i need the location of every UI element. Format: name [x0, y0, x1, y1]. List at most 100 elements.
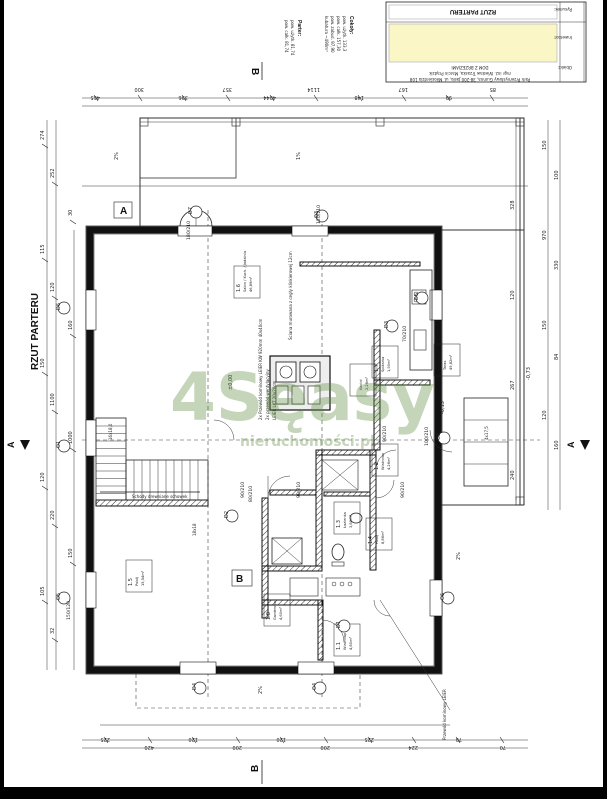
svg-text:nieruchomości.pl: nieruchomości.pl	[240, 434, 375, 450]
title-block: RZUT PARTERU Rysunek: Inwestor: Obiekt: …	[385, 1, 587, 83]
room-area: 4,60m²	[279, 606, 283, 620]
opening-tag: O1	[56, 441, 62, 448]
room-number: 1.1	[336, 642, 342, 650]
room-name: Pokój	[375, 535, 379, 544]
title-block-address: mgr inż. Wiesław Trzaska, Marcin Prądzik	[428, 71, 510, 76]
wall-note: Ściana murowana z cegły klinkierowej 12c…	[288, 251, 293, 340]
chimney-note-2: Przewód kominowy LEIER	[442, 689, 447, 740]
interior-stairs: 16x18,0 Schody drewniane schowek 18x18	[95, 417, 209, 536]
interior-walls	[95, 261, 431, 661]
svg-text:4Sęasy: 4Sęasy	[170, 359, 435, 436]
dim-right-label: 970	[542, 230, 548, 240]
opening-tag: O5	[56, 593, 62, 600]
level-mark-1: ±0,00	[228, 375, 234, 390]
title-block-yellow-field	[388, 23, 558, 63]
dim-left-label: 274	[40, 130, 46, 140]
bathroom-fixtures	[271, 459, 363, 597]
room-area: 49,82m²	[449, 354, 453, 370]
dimension-chains-left: 2742523011512016015011001000120220150105…	[40, 120, 77, 670]
area-summary-cokoly: Cokoły: pow. użytk. 133,3 pow. całk. 157…	[324, 16, 354, 53]
room-area: 1,90m²	[387, 358, 391, 372]
chimney-note-4: LEIER LKT 20x20cm	[272, 380, 277, 420]
room-name: Łazienka	[343, 512, 347, 529]
room-name: Spiżarka	[381, 357, 385, 372]
dim-left-label: 120	[50, 282, 56, 292]
dim-left-label: 150	[68, 548, 74, 558]
dim-right-label: 84	[554, 354, 560, 360]
dim-bottom-label: 200	[232, 744, 242, 750]
parter-line1: pow. użytk. 81,74	[290, 20, 295, 56]
dim-right-label: 150	[542, 320, 548, 330]
dim-left-label: 120	[40, 472, 46, 482]
chimney-note-3: 2x przewód wentylacyjny	[265, 369, 270, 420]
watermark: 4Sęasy nieruchomości.pl	[170, 359, 435, 450]
dim-right-label: 120	[542, 410, 548, 420]
opening-tag: D3	[384, 321, 390, 328]
chimney-note-1: 2x Przewód kominowy LEIER KW 920mm 40x40…	[258, 319, 263, 420]
room-name: Taras	[443, 361, 447, 371]
area-line3: pow. zabud. 97,90	[330, 16, 335, 53]
area-header: Cokoły:	[348, 16, 354, 35]
parter-header: Parter:	[296, 20, 302, 36]
dim-left-label: 150	[40, 358, 46, 368]
room-name: Wiatrołap	[381, 452, 385, 470]
room-number: 1.7	[374, 364, 380, 372]
dim-right-label: 100	[554, 170, 560, 180]
room-name: Wiatrołap	[343, 632, 347, 650]
section-marker-a: A	[120, 206, 127, 217]
dim-left-label: 252	[50, 168, 56, 178]
dim-right-label: 120	[510, 290, 516, 300]
svg-text:18x18: 18x18	[192, 523, 197, 536]
opening-size: 150/120	[66, 601, 72, 620]
svg-text:B: B	[250, 765, 261, 772]
dim-top-label: 357	[222, 86, 232, 92]
section-marker-b-top: B	[249, 62, 263, 80]
slope-label-3: 2%	[456, 552, 462, 560]
room-number: 1.3	[336, 520, 342, 528]
room-number: 1.6	[236, 284, 242, 292]
opening-size: 90/210	[296, 482, 302, 498]
opening-tag: D4	[192, 683, 198, 690]
opening-size: 100/210	[424, 427, 430, 446]
area-summary-parter: Parter: pow. użytk. 81,74 pow. całk. 81,…	[284, 20, 302, 56]
dim-right-label: 160	[554, 440, 560, 450]
opening-tag: D6	[56, 303, 62, 310]
room-area: 4,26m²	[387, 456, 391, 470]
room-name: Garderoba	[273, 601, 277, 620]
dimension-chains-bottom: 2254201202001202002252247070	[82, 724, 528, 750]
room-name: Kocioł	[359, 378, 363, 390]
svg-text:4x17,5: 4x17,5	[484, 426, 489, 440]
area-line2: pow. całk. 157,30	[336, 16, 341, 52]
dim-bottom-label: 70	[456, 736, 462, 742]
dim-right-label: 328	[510, 200, 516, 210]
opening-size: 80/210	[248, 486, 254, 502]
dim-top-label: 4044	[263, 94, 276, 100]
room-number: 1.8	[266, 612, 272, 620]
opening-tag: D1	[336, 621, 342, 628]
dim-top-label: 1114	[307, 86, 320, 92]
title-block-label-inwestor: Inwestor:	[554, 35, 572, 40]
scan-border-right	[603, 0, 607, 799]
dim-left-label: 220	[50, 510, 56, 520]
room-name: Pokój	[135, 577, 139, 586]
opening-size: 90/210	[400, 482, 406, 498]
level-mark-2: -0,13	[440, 401, 446, 414]
section-arrow-a-left: A	[6, 440, 30, 450]
opening-size: 90/210	[240, 482, 246, 498]
scan-border-left	[0, 0, 4, 799]
plan-title-side: RZUT PARTERU	[30, 293, 41, 370]
opening-size: 90/210	[382, 426, 388, 442]
svg-text:16x18,0: 16x18,0	[108, 423, 113, 440]
opening-tag: D2	[224, 511, 230, 518]
dim-left-label: 1100	[50, 393, 56, 406]
title-block-title: RZUT PARTERU	[450, 8, 496, 14]
area-line4: kubatura ~490m³	[324, 16, 329, 52]
dim-top-label: 167	[398, 86, 408, 92]
dim-top-label: 90	[446, 94, 452, 100]
opening-tag: D7	[188, 207, 194, 214]
